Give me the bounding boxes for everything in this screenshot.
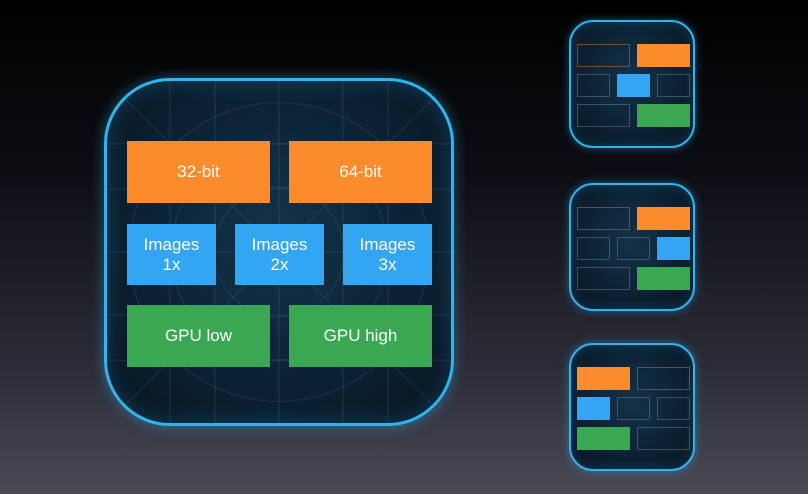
variant-3-slot-images-1x <box>577 397 610 420</box>
variant-1-slot-images-2x <box>617 74 650 97</box>
slice-images-1x: Images 1x <box>127 224 216 285</box>
variant-2-slot-32-bit <box>577 207 630 230</box>
variant-2-slot-gpu-high <box>637 267 690 290</box>
variant-icon-1 <box>569 20 695 148</box>
variant-2-slot-images-1x <box>577 237 610 260</box>
variant-1-slot-gpu-high <box>637 104 690 127</box>
variant-3-slot-32-bit <box>577 367 630 390</box>
slice-gpu-high-label: GPU high <box>323 326 398 345</box>
variant-1-slot-32-bit <box>577 44 630 67</box>
slice-gpu-high: GPU high <box>289 305 432 367</box>
slice-images-3x-label: Images 3x <box>359 234 416 274</box>
variant-icon-3 <box>569 343 695 471</box>
slice-64-bit-label: 64-bit <box>339 162 382 181</box>
variant-2-slot-64-bit <box>637 207 690 230</box>
variant-1-slot-64-bit <box>637 44 690 67</box>
variant-2-slot-images-2x <box>617 237 650 260</box>
slice-images-3x: Images 3x <box>343 224 432 285</box>
variant-1-slot-images-3x <box>657 74 690 97</box>
variant-3-slot-gpu-high <box>637 427 690 450</box>
slice-64-bit: 64-bit <box>289 141 432 203</box>
variant-1-slot-gpu-low <box>577 104 630 127</box>
variant-3-slot-images-2x <box>617 397 650 420</box>
variant-2-slot-images-3x <box>657 237 690 260</box>
slice-images-1x-label: Images 1x <box>143 234 200 274</box>
variant-3-slot-images-3x <box>657 397 690 420</box>
variant-1-slot-images-1x <box>577 74 610 97</box>
universal-app-icon: 32-bit 64-bit Images 1x Images 2x Images… <box>104 78 454 426</box>
variant-icon-2 <box>569 183 695 311</box>
variant-3-slot-gpu-low <box>577 427 630 450</box>
variant-3-slot-64-bit <box>637 367 690 390</box>
slice-32-bit-label: 32-bit <box>177 162 220 181</box>
variant-2-slot-gpu-low-outline <box>577 267 630 290</box>
slice-gpu-low: GPU low <box>127 305 270 367</box>
slice-32-bit: 32-bit <box>127 141 270 203</box>
slice-images-2x-label: Images 2x <box>251 234 308 274</box>
slice-images-2x: Images 2x <box>235 224 324 285</box>
slice-gpu-low-label: GPU low <box>164 326 233 345</box>
